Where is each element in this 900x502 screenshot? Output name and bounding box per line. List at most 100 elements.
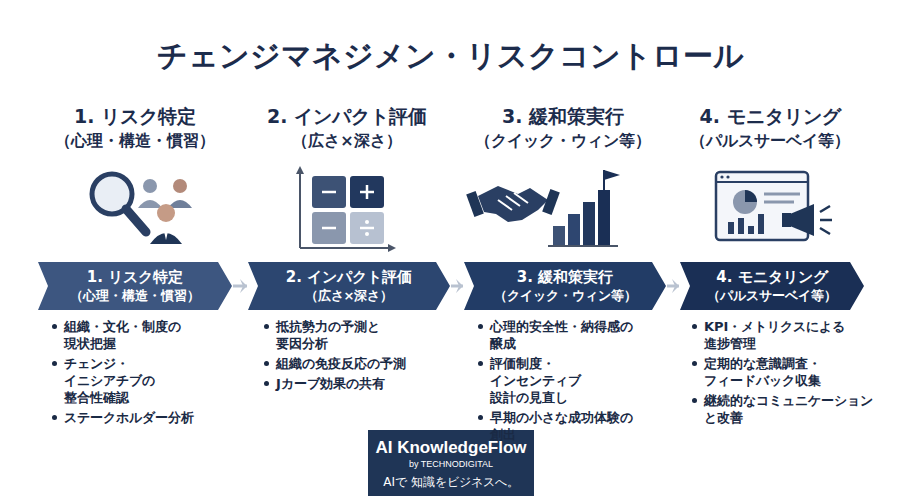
- process-chevron: 1. リスク特定（心理・構造・慣習）: [38, 262, 232, 310]
- quadrant-icon: [296, 166, 396, 252]
- icon-part: [738, 218, 744, 234]
- growth-bars-icon: [548, 170, 620, 246]
- bullet-dot: [692, 398, 697, 403]
- arrow-head: [456, 279, 463, 293]
- icon-part: [157, 204, 175, 222]
- bullet-text: 定期的な意識調査・ フィードバック収集: [704, 356, 821, 388]
- bullet-dot: [692, 324, 697, 329]
- chevron-fill: [680, 262, 864, 310]
- icon-part: [350, 212, 384, 244]
- bullet-item: 継続的なコミュニケーション と改善: [690, 392, 864, 426]
- icon-part: [745, 190, 757, 202]
- icon-part: [360, 227, 374, 230]
- icon-part: [312, 212, 346, 244]
- icon-part: [365, 232, 369, 236]
- step-heading: 3. 緩和策実行: [433, 104, 693, 130]
- step-heading: 1. リスク特定: [5, 104, 265, 130]
- node-subtext: by TECHNODIGITAL: [409, 458, 493, 470]
- icon-part: [548, 245, 618, 247]
- icon-part: [583, 202, 595, 246]
- icon-part: [366, 185, 369, 199]
- bullet-dot: [692, 361, 697, 366]
- chevron-fill: [248, 262, 450, 310]
- arrow-head: [240, 279, 247, 293]
- people-icon: [138, 179, 192, 244]
- icon-part: [716, 172, 808, 240]
- bullet-text: チェンジ・イニシアチブの 整合性確認: [64, 356, 155, 405]
- process-chevron: 3. 緩和策実行（クイック・ウィン等）: [464, 262, 666, 310]
- icon-part: [720, 175, 723, 178]
- bullet-column: 組織・文化・制度の 現状把握チェンジ・イニシアチブの 整合性確認ステークホルダー…: [50, 318, 212, 429]
- bullet-dot: [264, 324, 269, 329]
- icon-part: [820, 219, 832, 222]
- bullet-text: 継続的なコミュニケーション と改善: [704, 393, 873, 425]
- step-subheading: （心理・構造・慣習）: [5, 131, 265, 152]
- bullet-item: Jカーブ効果の共有: [262, 375, 424, 392]
- icon-part: [388, 244, 396, 252]
- icon-part: [568, 214, 580, 246]
- process-chevron: 4. モニタリング（パルスサーベイ等）: [680, 262, 864, 310]
- icon-part: [748, 226, 754, 234]
- flow-connector: [233, 279, 247, 293]
- icon-part: [820, 206, 830, 212]
- icon-part: [299, 170, 301, 248]
- bullet-item: 心理的安全性・納得感の 醸成: [476, 318, 636, 352]
- icon-part: [782, 213, 791, 227]
- icon-part: [300, 247, 392, 249]
- chevron-fill: [38, 262, 232, 310]
- step-subheading: （クイック・ウィン等）: [433, 131, 693, 152]
- bullet-item: 抵抗勢力の予測と 要因分析: [262, 318, 424, 352]
- icon-part: [764, 193, 800, 196]
- bullet-dot: [478, 361, 483, 366]
- icon-part: [498, 193, 528, 210]
- connector-line: [667, 285, 679, 288]
- icon-part: [296, 166, 304, 174]
- bullet-text: 評価制度・インセンティブ 設計の見直し: [490, 356, 581, 405]
- icon-part: [733, 190, 757, 214]
- icon-part: [716, 181, 808, 183]
- icon-part: [365, 220, 369, 224]
- node-subtext: （クイック・ウィン等）: [494, 287, 637, 304]
- bullet-item: 定期的な意識調査・ フィードバック収集: [690, 355, 864, 389]
- dashboard-icon: [716, 172, 808, 240]
- icon-part: [322, 227, 336, 230]
- bullet-item: 評価制度・インセンティブ 設計の見直し: [476, 355, 636, 406]
- bullet-dot: [52, 324, 57, 329]
- step-subheading: （パルスサーベイ等）: [640, 131, 900, 152]
- icon-part: [820, 228, 830, 234]
- bullet-dot: [478, 324, 483, 329]
- bullet-dot: [264, 381, 269, 386]
- bullet-column: 抵抗勢力の予測と 要因分析組織の免疫反応の予測Jカーブ効果の共有: [262, 318, 424, 395]
- icon-part: [126, 209, 146, 232]
- bullet-dot: [264, 361, 269, 366]
- icon-part: [322, 191, 336, 194]
- node-subtext: （広さ×深さ）: [305, 287, 394, 304]
- icon-part: [312, 176, 346, 208]
- bullet-column: KPI・メトリクスによる 進捗管理定期的な意識調査・ フィードバック収集継続的な…: [690, 318, 864, 429]
- icon-part: [163, 227, 169, 240]
- icon-part: [604, 170, 620, 180]
- bullet-text: 組織・文化・制度の 現状把握: [64, 319, 181, 351]
- bullet-text: 心理的安全性・納得感の 醸成: [490, 319, 633, 351]
- diagram-title: チェンジマネジメン・リスクコントロール: [0, 36, 900, 77]
- bullet-text: ステークホルダー分析: [64, 410, 194, 425]
- icon-part: [790, 204, 814, 236]
- process-chevron: 2. インパクト評価（広さ×深さ）: [248, 262, 450, 310]
- step-heading: 4. モニタリング: [640, 104, 900, 130]
- icon-part: [728, 222, 734, 234]
- icon-part: [466, 191, 484, 217]
- connector-line: [233, 285, 247, 288]
- step-heading: 2. インパクト評価: [217, 104, 477, 130]
- node-heading: 1. リスク特定: [87, 268, 183, 287]
- magnifier-icon: [92, 174, 146, 232]
- icon-part: [173, 179, 187, 193]
- bullet-dot: [52, 415, 57, 420]
- flow-connector: [451, 279, 463, 293]
- megaphone-icon: [782, 204, 832, 236]
- bullet-item: KPI・メトリクスによる 進捗管理: [690, 318, 864, 352]
- node-subtext: （心理・構造・慣習）: [70, 287, 200, 304]
- bullet-item: チェンジ・イニシアチブの 整合性確認: [50, 355, 212, 406]
- connector-line: [451, 285, 463, 288]
